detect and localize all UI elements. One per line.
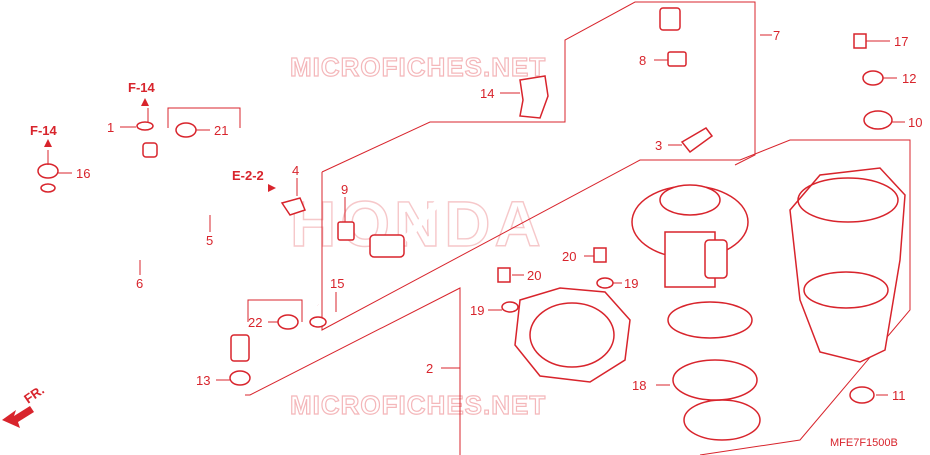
washer-19b	[596, 277, 614, 289]
callout-13: 13	[196, 373, 210, 388]
callout-15: 15	[330, 276, 344, 291]
o-ring-18b	[683, 399, 761, 441]
front-label: FR.	[21, 382, 47, 406]
frame-outline-upper	[321, 1, 756, 173]
callout-22: 22	[248, 315, 262, 330]
frame-outline-lower	[321, 139, 911, 455]
washer-19a	[501, 301, 519, 313]
hose-5-inner	[146, 150, 322, 307]
fitting-4	[280, 197, 307, 216]
hose-5-end	[142, 142, 158, 158]
callout-16: 16	[76, 166, 90, 181]
hose-6-top-end	[40, 183, 56, 193]
o-ring-18a	[672, 359, 758, 401]
callout-11: 11	[892, 388, 906, 403]
callout-17: 17	[894, 34, 908, 49]
clamp-16	[37, 163, 59, 179]
clamp-21	[175, 122, 197, 138]
callout-20a: 20	[527, 268, 541, 283]
watermark-top: MICROFICHES.NET	[290, 52, 546, 82]
bolt-20b	[593, 247, 607, 263]
setting-plate-hole	[529, 302, 615, 368]
diagram-code: MFE7F1500B	[830, 437, 898, 449]
ref-e22[interactable]: E-2-2	[232, 168, 264, 183]
callout-19a: 19	[470, 303, 484, 318]
clip-14	[519, 75, 549, 119]
clip-15	[309, 316, 327, 328]
arrow-up-icon	[141, 98, 149, 106]
front-arrow-icon	[2, 406, 34, 428]
callout-18: 18	[632, 378, 646, 393]
callout-12: 12	[902, 71, 916, 86]
ref-f14-left[interactable]: F-14	[30, 123, 58, 138]
filter-housing	[789, 167, 906, 363]
grommet-11	[849, 386, 875, 404]
arrow-up-icon-left	[44, 139, 52, 147]
arrow-right-icon	[268, 184, 276, 192]
bolt-17	[853, 33, 867, 49]
ref-f14-top[interactable]: F-14	[128, 80, 156, 95]
watermark-bottom: MICROFICHES.NET	[290, 390, 546, 420]
collar-12	[862, 70, 884, 86]
grommet-10	[863, 110, 893, 130]
connector-3	[680, 127, 714, 154]
bracket-22	[247, 299, 303, 322]
bolt-20a	[497, 267, 511, 283]
frame-outline-bottom	[245, 287, 461, 455]
callout-14: 14	[480, 86, 494, 101]
clamp-13	[229, 370, 251, 386]
callout-9: 9	[341, 182, 348, 197]
leader-lines	[47, 34, 905, 396]
callout-2: 2	[426, 361, 433, 376]
callout-4: 4	[292, 163, 299, 178]
joint-9	[337, 221, 355, 241]
hose-7-joint-top	[659, 7, 681, 31]
callout-20b: 20	[562, 249, 576, 264]
bracket-21	[167, 107, 241, 128]
hose-6-inner	[41, 188, 249, 336]
callout-21: 21	[214, 123, 228, 138]
pump-top	[659, 184, 721, 216]
front-direction-indicator: FR.	[2, 382, 47, 428]
clip-1	[136, 121, 154, 131]
callout-3: 3	[655, 138, 662, 153]
pump-motor	[704, 239, 728, 279]
callout-10: 10	[908, 115, 922, 130]
callout-8: 8	[639, 53, 646, 68]
callout-1: 1	[107, 120, 114, 135]
hose-7-inner	[402, 14, 729, 243]
clamp-8	[667, 51, 687, 67]
callout-7: 7	[773, 28, 780, 43]
callout-5: 5	[206, 233, 213, 248]
filter-band	[803, 271, 889, 309]
strainer	[667, 301, 753, 339]
hose-6-end	[230, 334, 250, 362]
clamp-22	[277, 314, 299, 330]
callout-6: 6	[136, 276, 143, 291]
callout-19b: 19	[624, 276, 638, 291]
quick-connector	[369, 234, 405, 258]
filter-rim	[797, 177, 899, 223]
